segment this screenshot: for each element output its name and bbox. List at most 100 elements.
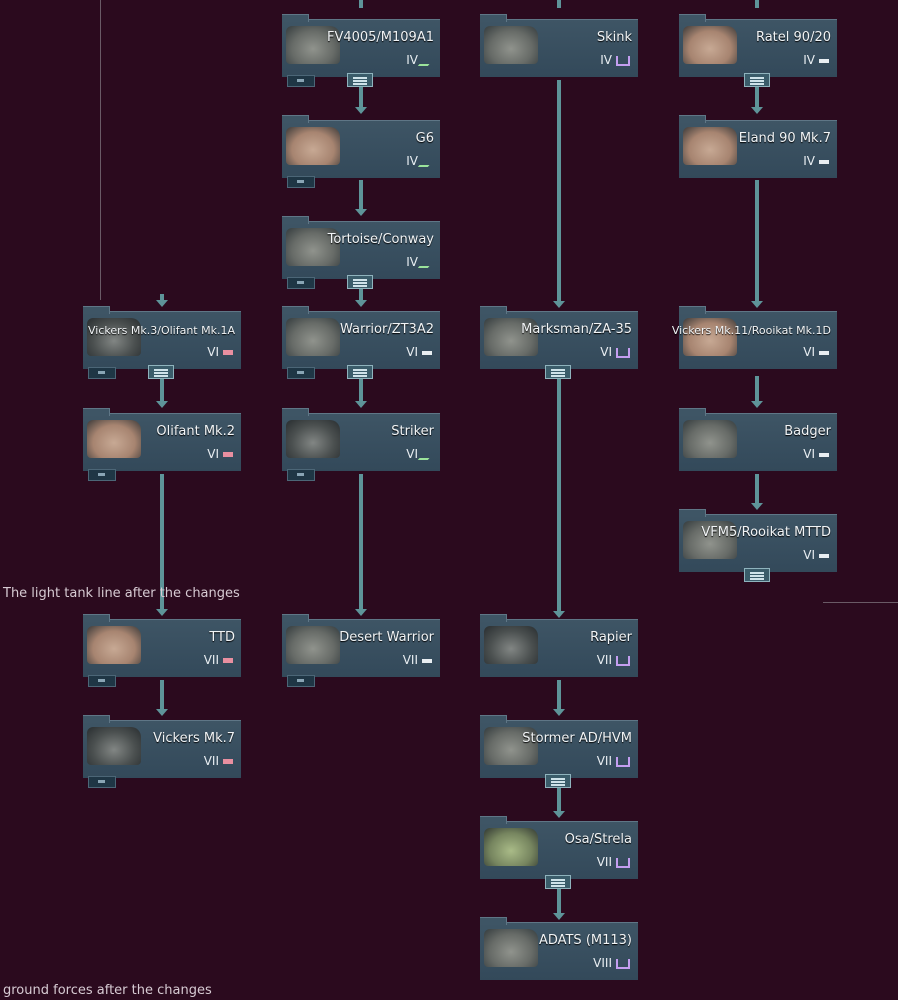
folder-icon[interactable] bbox=[545, 875, 571, 889]
vehicle-card-desertwarrior[interactable]: Desert Warrior VII bbox=[282, 614, 440, 687]
card-tab bbox=[480, 14, 507, 22]
divider-line bbox=[100, 0, 101, 300]
connector-line bbox=[557, 888, 561, 914]
caption-ground-forces: ground forces after the changes bbox=[3, 983, 212, 998]
vehicle-card-marksman[interactable]: Marksman/ZA-35 VI bbox=[480, 306, 638, 379]
connector-line bbox=[359, 0, 363, 8]
folder-icon[interactable] bbox=[545, 365, 571, 379]
card-tab bbox=[282, 614, 309, 622]
vehicle-card-warrior[interactable]: Warrior/ZT3A2 VI bbox=[282, 306, 440, 379]
tank-icon bbox=[286, 318, 340, 356]
vehicle-name: Tortoise/Conway bbox=[327, 232, 434, 247]
arrow-down-icon bbox=[751, 401, 763, 408]
vehicle-card-eland[interactable]: Eland 90 Mk.7 IV bbox=[679, 115, 837, 178]
tank-destroyer-icon bbox=[417, 55, 437, 66]
card-tab bbox=[679, 408, 706, 416]
vehicle-name: Vickers Mk.3/Olifant Mk.1A bbox=[88, 324, 235, 337]
tank-icon bbox=[87, 318, 141, 356]
card-tab bbox=[480, 306, 507, 314]
vehicle-card-vfm5[interactable]: VFM5/Rooikat MTTD VI bbox=[679, 509, 837, 582]
tank-icon bbox=[683, 521, 737, 559]
connector-line bbox=[160, 680, 164, 710]
vehicle-card-g6[interactable]: G6 IV bbox=[282, 115, 440, 188]
vehicle-rank: VII bbox=[204, 754, 233, 768]
tank-icon bbox=[484, 828, 538, 866]
vehicle-card-olifant2[interactable]: Olifant Mk.2 VI bbox=[83, 408, 241, 481]
tank-icon bbox=[286, 626, 340, 664]
vehicle-name: Marksman/ZA-35 bbox=[521, 322, 632, 337]
arrow-down-icon bbox=[156, 401, 168, 408]
vehicle-name: Striker bbox=[391, 424, 434, 439]
connector-line bbox=[755, 376, 759, 402]
vehicle-card-skink[interactable]: Skink IV bbox=[480, 14, 638, 77]
vehicle-rank: VI bbox=[406, 447, 437, 461]
arrow-down-icon bbox=[156, 709, 168, 716]
research-badge-icon bbox=[88, 367, 116, 379]
connector-line bbox=[557, 0, 561, 8]
vehicle-card-ttd[interactable]: TTD VII bbox=[83, 614, 241, 687]
vehicle-rank: IV bbox=[803, 53, 829, 67]
vehicle-card-vickers3[interactable]: Vickers Mk.3/Olifant Mk.1A VI bbox=[83, 306, 241, 379]
research-badge-icon bbox=[88, 675, 116, 687]
anti-air-icon bbox=[616, 55, 630, 66]
tank-icon bbox=[683, 127, 737, 165]
card-tab bbox=[679, 509, 706, 517]
vehicle-card-rapier[interactable]: Rapier VII bbox=[480, 614, 638, 677]
heavy-tank-icon bbox=[223, 658, 233, 663]
tank-icon bbox=[286, 228, 340, 266]
vehicle-name: Osa/Strela bbox=[564, 832, 632, 847]
card-tab bbox=[480, 614, 507, 622]
connector-line bbox=[160, 376, 164, 402]
vehicle-rank: IV bbox=[803, 154, 829, 168]
vehicle-card-ratel[interactable]: Ratel 90/20 IV bbox=[679, 14, 837, 87]
arrow-down-icon bbox=[553, 611, 565, 618]
connector-line bbox=[557, 680, 561, 710]
tank-icon bbox=[87, 727, 141, 765]
vehicle-card-badger[interactable]: Badger VI bbox=[679, 408, 837, 471]
vehicle-rank: IV bbox=[406, 255, 437, 269]
arrow-down-icon bbox=[751, 301, 763, 308]
vehicle-card-adats[interactable]: ADATS (M113) VIII bbox=[480, 917, 638, 980]
vehicle-card-vickers7[interactable]: Vickers Mk.7 VII bbox=[83, 715, 241, 788]
vehicle-card-tortoise[interactable]: Tortoise/Conway IV bbox=[282, 216, 440, 289]
arrow-down-icon bbox=[355, 107, 367, 114]
folder-icon[interactable] bbox=[545, 774, 571, 788]
folder-icon[interactable] bbox=[744, 73, 770, 87]
divider-line bbox=[823, 602, 898, 603]
vehicle-card-fv4005[interactable]: FV4005/M109A1 IV bbox=[282, 14, 440, 87]
vehicle-card-osa[interactable]: Osa/Strela VII bbox=[480, 816, 638, 889]
vehicle-name: Badger bbox=[784, 424, 831, 439]
card-tab bbox=[83, 306, 110, 314]
folder-icon[interactable] bbox=[744, 568, 770, 582]
light-tank-icon bbox=[819, 159, 829, 164]
tank-icon bbox=[484, 727, 538, 765]
card-tab bbox=[679, 115, 706, 123]
tank-destroyer-icon bbox=[417, 257, 437, 268]
light-tank-icon bbox=[819, 553, 829, 558]
folder-icon[interactable] bbox=[148, 365, 174, 379]
research-badge-icon bbox=[287, 75, 315, 87]
light-tank-icon bbox=[422, 350, 432, 355]
vehicle-name: Eland 90 Mk.7 bbox=[738, 131, 831, 146]
tank-icon bbox=[683, 420, 737, 458]
folder-icon[interactable] bbox=[347, 365, 373, 379]
vehicle-rank: VII bbox=[597, 855, 630, 869]
arrow-down-icon bbox=[751, 503, 763, 510]
vehicle-card-stormer[interactable]: Stormer AD/HVM VII bbox=[480, 715, 638, 788]
vehicle-name: Vickers Mk.7 bbox=[153, 731, 235, 746]
arrow-down-icon bbox=[553, 811, 565, 818]
anti-air-icon bbox=[616, 857, 630, 868]
vehicle-card-vickers11[interactable]: Vickers Mk.11/Rooikat Mk.1D VI bbox=[672, 306, 837, 369]
connector-line bbox=[557, 786, 561, 812]
folder-icon[interactable] bbox=[347, 275, 373, 289]
vehicle-name: Olifant Mk.2 bbox=[156, 424, 235, 439]
anti-air-icon bbox=[616, 756, 630, 767]
card-tab bbox=[282, 14, 309, 22]
vehicle-name: FV4005/M109A1 bbox=[326, 30, 434, 45]
connector-line bbox=[160, 294, 164, 302]
folder-icon[interactable] bbox=[347, 73, 373, 87]
vehicle-card-striker[interactable]: Striker VI bbox=[282, 408, 440, 481]
card-tab bbox=[679, 14, 706, 22]
vehicle-name: Skink bbox=[596, 30, 632, 45]
vehicle-rank: IV bbox=[406, 53, 437, 67]
